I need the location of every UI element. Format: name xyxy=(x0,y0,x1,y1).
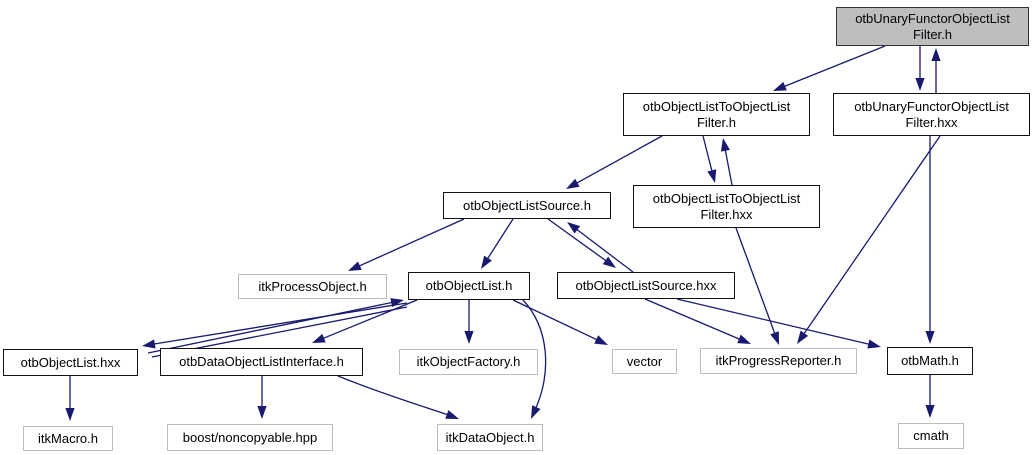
arrowhead-otbObjectListSource-h-to-otbObjectListSource-hxx xyxy=(602,256,616,268)
arrowhead-otbObjectList-hxx-to-otbObjectList-h xyxy=(390,298,404,308)
node-label: otbUnaryFunctorObjectList Filter.h xyxy=(855,11,1010,42)
edge-otbObjectListToObjectListFilter-hxx-to-itkProgressReporter-h xyxy=(735,227,777,336)
node-otbObjectListSource-hxx[interactable]: otbObjectListSource.hxx xyxy=(557,272,735,299)
node-label: otbUnaryFunctorObjectList Filter.hxx xyxy=(854,99,1009,130)
arrowhead-otbObjectListSource-hxx-to-otbMath-h xyxy=(867,339,881,349)
arrowhead-otbObjectList-h-to-itkDataObject-h xyxy=(531,405,541,419)
node-label: itkProcessObject.h xyxy=(258,278,367,294)
edge-otbUnaryFunctorObjectListFilter-h-to-otbObjectListToObjectListFilter-h xyxy=(782,45,886,88)
node-vector: vector xyxy=(612,349,677,374)
arrowhead-otbMath-h-to-cmath xyxy=(925,405,935,418)
arrowhead-otbObjectListSource-h-to-otbObjectList-h xyxy=(481,255,492,269)
arrowhead-otbUnaryFunctorObjectListFilter-h-to-otbUnaryFunctorObjectListFilter-hxx xyxy=(915,78,925,91)
node-itkDataObject-h: itkDataObject.h xyxy=(437,424,543,451)
node-label: cmath xyxy=(913,428,949,444)
node-otbObjectListToObjectListFilter-hxx[interactable]: otbObjectListToObjectList Filter.hxx xyxy=(633,185,820,228)
node-otbObjectListSource-h[interactable]: otbObjectListSource.h xyxy=(443,192,611,219)
arrowhead-otbObjectListSource-hxx-to-otbObjectListSource-h xyxy=(567,222,581,234)
edge-otbObjectList-hxx-to-otbObjectList-h xyxy=(147,301,395,354)
edge-otbObjectListSource-hxx-to-itkProgressReporter-h xyxy=(644,298,743,341)
edge-otbObjectListSource-hxx-to-otbMath-h xyxy=(676,298,872,346)
arrowhead-otbObjectListToObjectListFilter-hxx-to-itkProgressReporter-h xyxy=(770,331,779,345)
node-otbDataObjectListInterface-h[interactable]: otbDataObjectListInterface.h xyxy=(160,348,363,376)
edge-otbUnaryFunctorObjectListFilter-hxx-to-itkProgressReporter-h xyxy=(802,135,941,337)
arrowhead-otbObjectList-h-to-itkObjectFactory-h xyxy=(464,331,474,344)
node-label: otbObjectList.h xyxy=(425,278,513,294)
node-itkMacro-h: itkMacro.h xyxy=(23,426,113,451)
edge-otbObjectListToObjectListFilter-hxx-to-otbObjectListToObjectListFilter-h xyxy=(724,147,733,186)
edge-otbObjectList-h-to-itkDataObject-h xyxy=(522,299,547,411)
arrowhead-otbUnaryFunctorObjectListFilter-hxx-to-itkProgressReporter-h xyxy=(797,330,809,344)
arrowhead-otbObjectList-h-to-vector xyxy=(594,335,608,345)
node-label: itkObjectFactory.h xyxy=(416,354,521,370)
node-label: itkDataObject.h xyxy=(445,429,535,445)
node-itkProcessObject-h: itkProcessObject.h xyxy=(238,274,387,299)
arrowhead-otbObjectListSource-h-to-itkProcessObject-h xyxy=(348,261,362,271)
node-boost-noncopyable-hpp: boost/noncopyable.hpp xyxy=(167,424,333,451)
arrowhead-otbUnaryFunctorObjectListFilter-h-to-otbObjectListToObjectListFilter-h xyxy=(773,81,787,91)
node-label: otbObjectList.hxx xyxy=(20,354,121,370)
edge-otbObjectList-h-to-otbDataObjectListInterface-h xyxy=(321,299,418,340)
edge-otbObjectListToObjectListFilter-h-to-otbObjectListToObjectListFilter-hxx xyxy=(702,135,714,174)
node-label: otbObjectListToObjectList Filter.hxx xyxy=(652,191,801,222)
node-label: otbObjectListSource.h xyxy=(463,197,591,213)
node-label: itkMacro.h xyxy=(38,430,98,446)
node-itkObjectFactory-h: itkObjectFactory.h xyxy=(399,349,538,375)
edge-otbObjectListSource-h-to-itkProcessObject-h xyxy=(356,218,465,268)
node-label: otbObjectListToObjectList Filter.h xyxy=(642,99,791,130)
edge-otbObjectListSource-h-to-otbObjectListSource-hxx xyxy=(547,218,609,263)
edge-otbDataObjectListInterface-h-to-itkDataObject-h xyxy=(337,375,450,417)
node-label: otbMath.h xyxy=(901,353,959,369)
edge-otbObjectList-h-to-otbObjectList-hxx xyxy=(151,302,408,346)
arrowhead-otbUnaryFunctorObjectListFilter-hxx-to-otbUnaryFunctorObjectListFilter-h xyxy=(931,48,941,61)
node-otbObjectListToObjectListFilter-h[interactable]: otbObjectListToObjectList Filter.h xyxy=(623,93,810,136)
arrowhead-otbObjectListToObjectListFilter-h-to-otbObjectListToObjectListFilter-hxx xyxy=(707,169,717,183)
node-otbObjectList-h[interactable]: otbObjectList.h xyxy=(408,272,530,300)
node-label: vector xyxy=(626,353,663,369)
edge-otbObjectList-h-to-vector xyxy=(512,299,600,342)
node-otbMath-h[interactable]: otbMath.h xyxy=(887,347,973,375)
arrowhead-otbObjectList-hxx-to-itkMacro-h xyxy=(65,408,75,421)
node-cmath: cmath xyxy=(898,423,964,449)
node-label: itkProgressReporter.h xyxy=(715,353,842,369)
arrowhead-otbObjectListSource-hxx-to-itkProgressReporter-h xyxy=(737,334,751,344)
arrowhead-otbObjectListToObjectListFilter-h-to-otbObjectListSource-h xyxy=(566,178,580,189)
node-label: otbDataObjectListInterface.h xyxy=(179,354,344,370)
node-otbObjectList-hxx[interactable]: otbObjectList.hxx xyxy=(3,349,138,376)
arrowhead-otbDataObjectListInterface-h-to-boost-noncopyable-hpp xyxy=(257,406,267,419)
edge-otbObjectListSource-h-to-otbObjectList-h xyxy=(485,218,514,261)
arrowhead-otbUnaryFunctorObjectListFilter-hxx-to-otbMath-h xyxy=(925,331,935,344)
arrowhead-otbObjectList-h-to-otbObjectList-hxx xyxy=(142,339,156,349)
node-otbUnaryFunctorObjectListFilter-h: otbUnaryFunctorObjectList Filter.h xyxy=(836,7,1029,46)
arrowhead-otbDataObjectListInterface-h-to-itkDataObject-h xyxy=(445,410,459,419)
arrowhead-otbObjectList-h-to-otbDataObjectListInterface-h xyxy=(312,333,326,343)
node-label: boost/noncopyable.hpp xyxy=(182,429,318,445)
arrowhead-otbObjectListToObjectListFilter-hxx-to-otbObjectListToObjectListFilter-h xyxy=(720,138,730,152)
edge-otbObjectListSource-hxx-to-otbObjectListSource-h xyxy=(574,227,634,273)
node-itkProgressReporter-h: itkProgressReporter.h xyxy=(700,348,857,374)
node-otbUnaryFunctorObjectListFilter-hxx[interactable]: otbUnaryFunctorObjectList Filter.hxx xyxy=(833,93,1030,136)
edge-otbObjectListToObjectListFilter-h-to-otbObjectListSource-h xyxy=(574,135,663,185)
node-label: otbObjectListSource.hxx xyxy=(575,277,717,293)
